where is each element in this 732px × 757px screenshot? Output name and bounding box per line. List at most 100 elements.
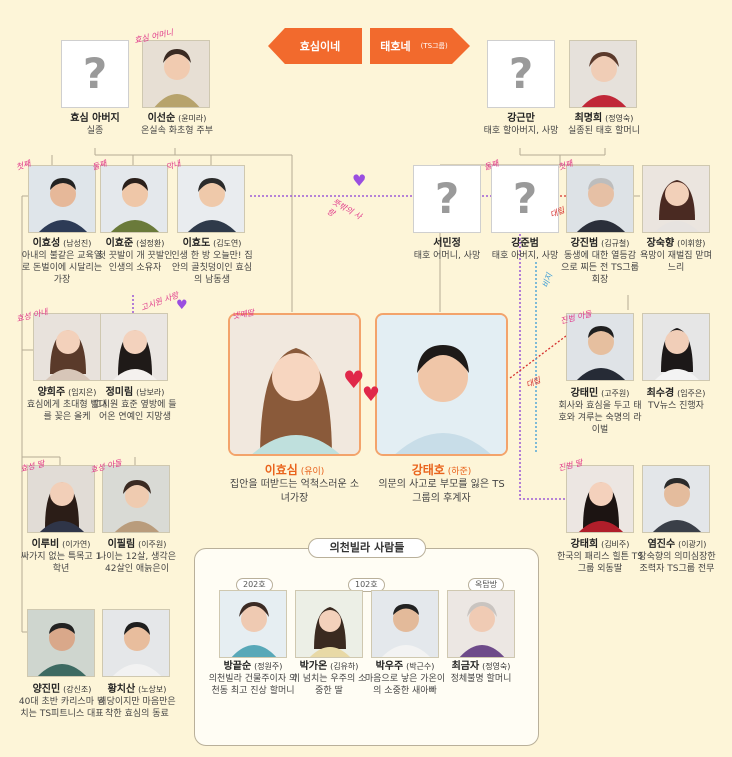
villa-title: 의천빌라 사람들: [308, 538, 426, 558]
person-icon: [570, 41, 636, 107]
actor-name: (윤미라): [178, 114, 207, 123]
person-icon: [230, 315, 359, 454]
person-desc: 욕망이 재벌집 맏며느리: [640, 251, 712, 273]
person-name: 방끝순: [223, 661, 252, 672]
person-icon: [143, 41, 209, 107]
left-family-tab: 효심이네: [268, 28, 362, 64]
person-desc: 마음으로 낳은 가온이의 소중한 새아빠: [364, 674, 446, 696]
heart-icon: ♥: [343, 366, 365, 394]
person-icon: [377, 315, 506, 454]
actor-name: (이가연): [62, 540, 91, 549]
person-desc: 온실속 화초형 주부: [141, 126, 213, 136]
person-name: 이선순: [147, 113, 176, 124]
person-icon: [567, 314, 633, 380]
person-desc: 회사와 효심을 두고 태호와 겨루는 숙명의 라이벌: [558, 401, 642, 435]
actor-name: (이휘향): [677, 239, 706, 248]
person-name: 서민정: [433, 238, 461, 249]
avatar-jinmin: [27, 609, 95, 677]
person-desc: 한국의 패리스 힐튼 TS그룹 외동딸: [556, 552, 644, 574]
person-desc: 장숙향의 의미심장한 조력자 TS그룹 전무: [638, 552, 716, 574]
person-icon: [643, 314, 709, 380]
person-name: 이필림: [107, 539, 136, 550]
person-name: 강진범: [570, 238, 599, 249]
person-desc: 정체불명 할머니: [450, 674, 512, 684]
person-name: 이루비: [31, 539, 60, 550]
person-name: 강태호: [411, 463, 445, 477]
avatar-hyojun: [100, 165, 168, 233]
actor-name: (정영숙): [482, 662, 511, 671]
person-name: 염진수: [647, 539, 676, 550]
left-family-label: 효심이네: [299, 40, 341, 53]
avatar-sookyung: [642, 313, 710, 381]
portrait-taeho: [375, 313, 508, 456]
actor-name: (노상보): [138, 685, 167, 694]
card-hyodo: 이효도 (김도연) 인생 한 방 오늘만! 집안의 골칫덩이인 효심의 남동생: [170, 238, 254, 286]
person-icon: [220, 591, 286, 657]
avatar-hyosung: [28, 165, 96, 233]
person-desc: 태호 어머니, 사망: [413, 251, 481, 261]
card-taemin: 강태민 (고주원) 회사와 효심을 두고 태호와 겨루는 숙명의 라이벌: [558, 388, 642, 436]
unknown-icon: ?: [434, 174, 460, 223]
person-name: 최수경: [646, 388, 675, 399]
avatar-chisan: [102, 609, 170, 677]
person-name: 이효도: [182, 238, 211, 249]
person-desc: 끼 넘치는 우주의 소중한 딸: [291, 674, 367, 696]
person-desc: 인생 한 방 오늘만! 집안의 골칫덩이인 효심의 남동생: [171, 251, 253, 285]
actor-name: (이주원): [138, 540, 167, 549]
person-name: 양희주: [37, 387, 66, 398]
person-desc: 아내의 불같은 교육열로 돈벌이에 시달리는 가장: [21, 251, 103, 285]
right-family-sub: (TS그룹): [420, 42, 448, 50]
avatar-jinsu: [642, 465, 710, 533]
card-mirim: 정미림 (남보라) 고시원 효준 옆방에 들어온 연예인 지망생: [92, 387, 178, 423]
person-desc: 싸가지 없는 특목고 1학년: [20, 552, 102, 574]
person-icon: [101, 166, 167, 232]
avatar-mother: [142, 40, 210, 108]
person-desc: 40대 초반 카리스마 넘치는 TS피트니스 대표: [18, 697, 106, 719]
person-name: 강준범: [511, 238, 539, 249]
person-desc: 실종된 태호 할머니: [568, 126, 640, 136]
person-name: 황치산: [107, 684, 136, 695]
right-family-label: 태호네: [380, 40, 411, 53]
avatar-gaeun: [295, 590, 363, 658]
person-name: 박우주: [375, 661, 404, 672]
avatar-pilrim: [102, 465, 170, 533]
actor-name: (임지은): [68, 388, 97, 397]
avatar-hyodo: [177, 165, 245, 233]
right-family-tab: 태호네 (TS그룹): [370, 28, 470, 64]
avatar-heeju: [33, 313, 101, 381]
card-taeho: 강태호 (하준) 의문의 사고로 부모를 잃은 TS그룹의 후계자: [375, 464, 508, 506]
person-desc: 허당이지만 마음만은 착한 효심의 동료: [98, 697, 176, 719]
avatar-wooju: [371, 590, 439, 658]
avatar-ggeutsoon: [219, 590, 287, 658]
card-hyojun: 이효준 (설정환) 첫 끗발이 개 끗발인 인생의 소유자: [94, 238, 176, 274]
avatar-jinbum: [566, 165, 634, 233]
avatar-junbum: ?: [491, 165, 559, 233]
avatar-minjung: ?: [413, 165, 481, 233]
person-icon: [296, 591, 362, 657]
person-name: 최명희: [574, 113, 603, 124]
avatar-mirim: [100, 313, 168, 381]
card-father: 효심 아버지 실종: [50, 113, 140, 137]
person-desc: 나이는 12살, 생각은 42살인 애늙은이: [98, 552, 176, 574]
card-myunghee: 최명희 (정영숙) 실종된 태호 할머니: [556, 113, 652, 137]
person-icon: [448, 591, 514, 657]
card-wooju: 박우주 (박근수) 마음으로 낳은 가온이의 소중한 새아빠: [364, 661, 446, 697]
card-pilrim: 이필림 (이주원) 나이는 12살, 생각은 42살인 애늙은이: [94, 539, 180, 575]
person-desc: 태호 할아버지, 사망: [483, 126, 559, 136]
person-name: 강근만: [507, 113, 535, 124]
card-chisan: 황치산 (노상보) 허당이지만 마음만은 착한 효심의 동료: [94, 684, 180, 720]
room-102-badge: 102호: [348, 578, 385, 592]
person-desc: 동생에 대한 열등감으로 찌든 전 TS그룹 회장: [561, 251, 639, 285]
person-name: 이효심: [264, 463, 298, 477]
avatar-geunman: ?: [487, 40, 555, 108]
actor-name: (설정환): [136, 239, 165, 248]
person-icon: [567, 166, 633, 232]
purple-heart-icon: ♥: [176, 298, 188, 313]
avatar-taehee: [566, 465, 634, 533]
person-name: 최금자: [451, 661, 480, 672]
person-desc: 효심에게 초대형 빨대를 꽂은 올케: [26, 400, 108, 422]
person-desc: 의천빌라 건물주이자 의천동 최고 진상 할머니: [208, 674, 298, 696]
card-jinmin: 양진민 (강신조) 40대 초반 카리스마 넘치는 TS피트니스 대표: [18, 684, 106, 720]
actor-name: (남성진): [63, 239, 92, 248]
